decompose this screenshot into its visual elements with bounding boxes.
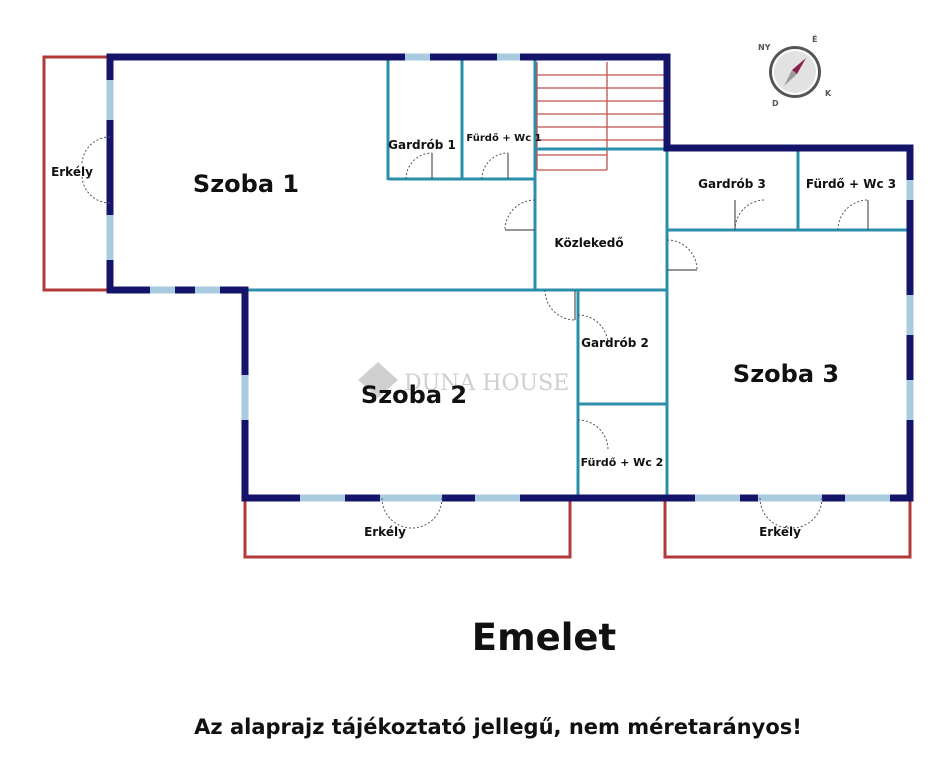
balconies bbox=[42, 55, 912, 559]
balcony-bottom-left bbox=[243, 498, 572, 559]
compass-sw: D bbox=[772, 99, 779, 108]
windows bbox=[106, 53, 914, 502]
compass-icon: NY É K D bbox=[758, 33, 832, 108]
room-gardrob-2: Gardrób 2 bbox=[581, 336, 649, 350]
compass-ne: É bbox=[812, 33, 817, 44]
room-szoba-3: Szoba 3 bbox=[733, 360, 839, 388]
room-szoba-2: Szoba 2 bbox=[361, 381, 467, 409]
room-szoba-1: Szoba 1 bbox=[193, 170, 299, 198]
floor-title: Emelet bbox=[472, 616, 616, 659]
outer-walls bbox=[106, 53, 914, 502]
room-furdo-1: Fürdő + Wc 1 bbox=[466, 132, 541, 144]
room-furdo-3: Fürdő + Wc 3 bbox=[806, 177, 896, 191]
stairs bbox=[536, 62, 665, 171]
doors bbox=[81, 136, 869, 529]
balcony-left bbox=[42, 55, 110, 292]
room-furdo-2: Fürdő + Wc 2 bbox=[581, 456, 664, 469]
compass-nw: NY bbox=[758, 43, 771, 52]
watermark-text: DUNA HOUSE bbox=[404, 371, 569, 396]
balcony-bottom-right bbox=[663, 498, 912, 559]
compass-se: K bbox=[825, 89, 832, 98]
room-erkely-bottom-left: Erkély bbox=[364, 525, 406, 539]
room-gardrob-3: Gardrób 3 bbox=[698, 177, 766, 191]
room-erkely-left: Erkély bbox=[51, 165, 93, 179]
room-kozlekedo: Közlekedő bbox=[554, 236, 623, 250]
inner-walls bbox=[245, 57, 910, 498]
room-gardrob-1: Gardrób 1 bbox=[388, 138, 456, 152]
room-erkely-bottom-right: Erkély bbox=[759, 525, 801, 539]
disclaimer: Az alaprajz tájékoztató jellegű, nem mér… bbox=[194, 715, 802, 739]
duna-house-watermark: DUNA HOUSE bbox=[358, 362, 569, 398]
